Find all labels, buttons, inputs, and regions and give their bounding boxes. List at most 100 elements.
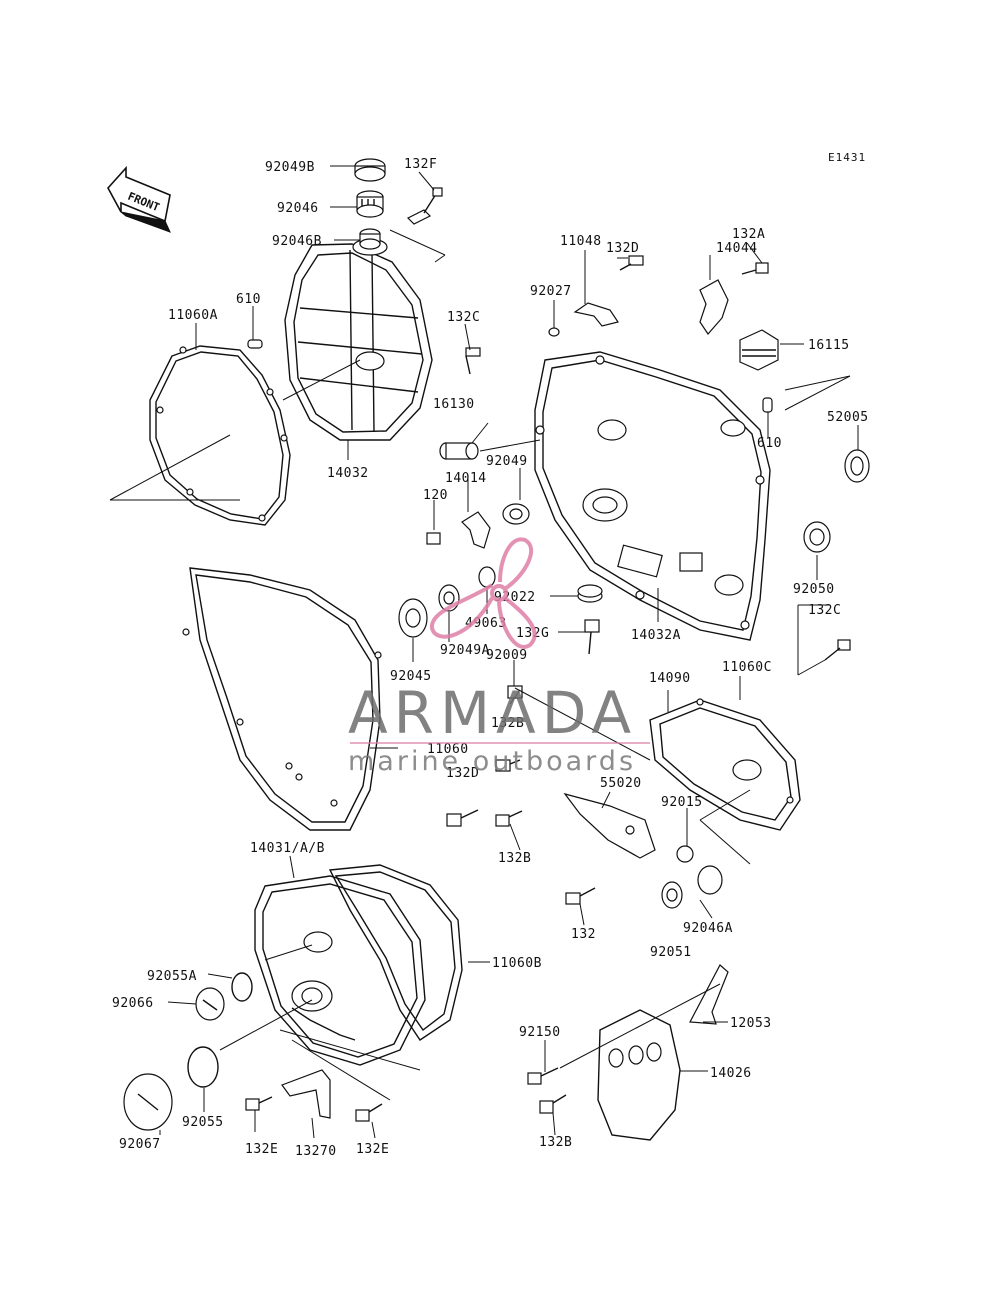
front-direction-arrow-icon: FRONT — [107, 165, 171, 233]
label-132F: 132F — [404, 157, 437, 172]
label-14031-A-B: 14031/A/B — [250, 841, 325, 856]
seal-49063 — [478, 566, 496, 588]
label-132A: 132A — [732, 227, 765, 242]
label-92049A: 92049A — [440, 643, 490, 658]
bearing-92046 — [356, 190, 384, 218]
bolt-132G — [584, 619, 600, 655]
seal-92049B — [354, 158, 386, 182]
label-11060C: 11060C — [722, 660, 772, 675]
bolt-132C-right — [824, 639, 851, 661]
label-92051: 92051 — [650, 945, 692, 960]
plug-92066 — [195, 987, 225, 1021]
washer-92027 — [548, 327, 560, 337]
bearing-92046B — [359, 228, 381, 250]
part-number-labels: 92049B 132F 92046 92046B 610 11060A 132C… — [112, 157, 869, 1159]
bolt-132A — [741, 262, 769, 275]
bolt-132B-bottom — [539, 1094, 567, 1114]
label-92050: 92050 — [793, 582, 835, 597]
watermark-brand: ARMADA — [348, 679, 637, 747]
sensor-14044 — [699, 279, 729, 335]
label-11060B: 11060B — [492, 956, 542, 971]
label-132E-a: 132E — [245, 1142, 278, 1157]
bolt-120 — [426, 532, 441, 545]
seal-92049 — [502, 503, 530, 525]
label-132B-bottom: 132B — [539, 1135, 572, 1150]
label-14032: 14032 — [327, 466, 369, 481]
label-11048: 11048 — [560, 234, 602, 249]
seal-92050 — [803, 521, 831, 553]
label-132E-b: 132E — [356, 1142, 389, 1157]
label-12053: 12053 — [730, 1016, 772, 1031]
watermark-tagline: marine outboards — [348, 746, 636, 777]
label-52005: 52005 — [827, 410, 869, 425]
label-132B-mid: 132B — [491, 716, 524, 731]
label-92046A: 92046A — [683, 921, 733, 936]
label-92055: 92055 — [182, 1115, 224, 1130]
washer-92022 — [577, 584, 603, 603]
bolt-132 — [565, 887, 596, 905]
label-92049: 92049 — [486, 454, 528, 469]
label-132D-top: 132D — [606, 241, 639, 256]
lever-12053 — [689, 964, 729, 1025]
gasket-11060A — [149, 345, 291, 526]
bearing-92045 — [398, 598, 428, 638]
plate-14014 — [461, 511, 491, 549]
propeller-logo-icon — [430, 537, 537, 649]
label-55020: 55020 — [600, 776, 642, 791]
cover-14026 — [597, 1009, 681, 1141]
cover-14031 — [254, 875, 426, 1066]
clutch-cover-14032 — [284, 238, 433, 441]
bracket-11048 — [573, 302, 619, 327]
label-132D-mid: 132D — [446, 766, 479, 781]
label-92150: 92150 — [519, 1025, 561, 1040]
label-14090: 14090 — [649, 671, 691, 686]
bracket-13270 — [281, 1069, 331, 1119]
gasket-11060B — [328, 864, 463, 1041]
label-14044: 14044 — [716, 241, 758, 256]
label-92055A: 92055A — [147, 969, 197, 984]
label-92049B: 92049B — [265, 160, 315, 175]
gasket-11060 — [182, 567, 382, 831]
dowel-pin-610 — [247, 339, 263, 349]
cover-14090 — [649, 698, 801, 831]
label-16130: 16130 — [433, 397, 475, 412]
label-92045: 92045 — [390, 669, 432, 684]
label-132C-right: 132C — [808, 603, 841, 618]
label-11060: 11060 — [427, 742, 469, 757]
leader-lines — [109, 165, 859, 1139]
bolt-132C-top — [465, 347, 481, 375]
label-132G: 132G — [516, 626, 549, 641]
label-14014: 14014 — [445, 471, 487, 486]
label-610-left: 610 — [236, 292, 261, 307]
cover-14032A — [534, 351, 771, 641]
label-16115: 16115 — [808, 338, 850, 353]
bearing-92046A — [661, 865, 723, 909]
label-610-right: 610 — [757, 436, 782, 451]
label-92046B: 92046B — [272, 234, 322, 249]
bolt-132D-mid — [446, 809, 479, 827]
label-132B-low: 132B — [498, 851, 531, 866]
cap-16115 — [739, 329, 779, 371]
dowel-pin-610-right — [762, 397, 773, 413]
label-92009: 92009 — [486, 648, 528, 663]
label-14032A: 14032A — [631, 628, 681, 643]
label-13270: 13270 — [295, 1144, 337, 1159]
label-92027: 92027 — [530, 284, 572, 299]
bolt-132D-top — [619, 255, 644, 271]
bolt-132B-low — [495, 810, 523, 827]
label-92067: 92067 — [119, 1137, 161, 1152]
bolt-132F — [406, 187, 443, 225]
label-14026: 14026 — [710, 1066, 752, 1081]
o-ring-92055 — [187, 1046, 219, 1088]
plate-55020 — [563, 792, 656, 859]
plug-92067 — [123, 1073, 173, 1131]
label-120: 120 — [423, 488, 448, 503]
label-132: 132 — [571, 927, 596, 942]
bolt-132E-a — [245, 1096, 273, 1111]
diagram-code: E1431 — [828, 151, 866, 164]
watermark: ARMADA marine outboards — [348, 537, 650, 777]
bolt-132E-b — [355, 1103, 383, 1122]
bolt-92150 — [527, 1067, 559, 1085]
